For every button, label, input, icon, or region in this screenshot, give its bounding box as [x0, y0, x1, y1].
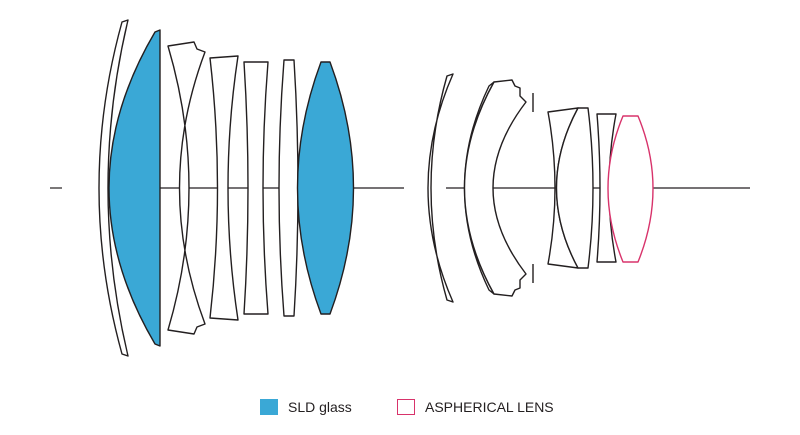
lens-element-14-aspherical	[607, 115, 654, 263]
lens-element-8	[427, 73, 454, 303]
legend-item-aspherical: ASPHERICAL LENS	[397, 399, 554, 415]
legend-label-sld: SLD glass	[288, 399, 352, 415]
sld-swatch	[260, 399, 278, 415]
lens-element-6	[278, 59, 299, 317]
lens-element-12	[555, 107, 594, 269]
lens-element-sld-front	[108, 29, 161, 347]
lens-element-front-meniscus	[98, 19, 129, 357]
lens-element-3	[167, 41, 206, 335]
legend: SLD glass ASPHERICAL LENS	[0, 399, 800, 421]
lens-element-5	[243, 61, 269, 315]
lens-element-4	[209, 55, 239, 321]
lens-element-13	[596, 113, 617, 263]
legend-label-aspherical: ASPHERICAL LENS	[425, 399, 554, 415]
lens-element-7-sld	[296, 61, 355, 315]
aspherical-swatch	[397, 399, 415, 415]
legend-item-sld: SLD glass	[260, 399, 352, 415]
lens-element-10	[463, 79, 527, 297]
